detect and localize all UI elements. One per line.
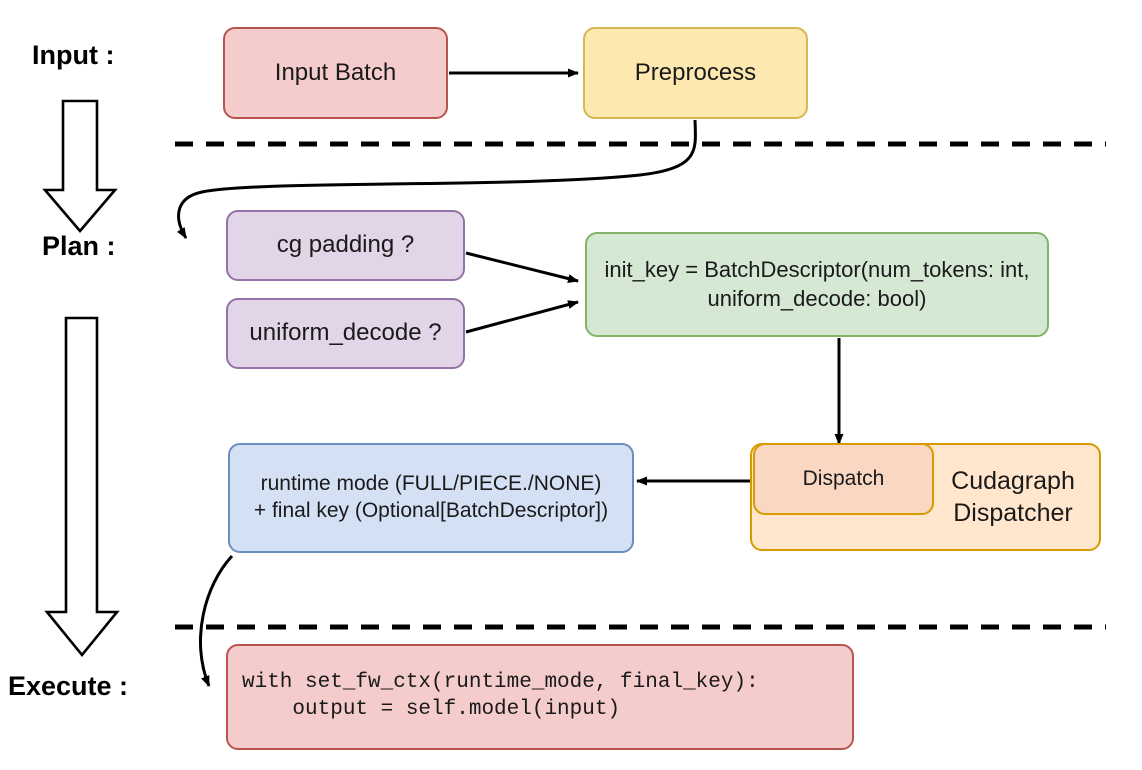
node-init-key[interactable]: init_key = BatchDescriptor(num_tokens: i… <box>585 232 1049 337</box>
node-execute-code-line2: output = self.model(input) <box>242 698 621 721</box>
node-runtime-mode[interactable]: runtime mode (FULL/PIECE./NONE) + final … <box>228 443 634 553</box>
node-input-batch-label: Input Batch <box>274 58 397 86</box>
node-dispatch[interactable]: Dispatch <box>753 443 934 515</box>
node-uniform-decode-label: uniform_decode ? <box>249 319 442 347</box>
input-to-plan-block-arrow <box>42 99 118 234</box>
node-uniform-decode[interactable]: uniform_decode ? <box>226 298 465 369</box>
stage-label-execute: Execute : <box>8 671 129 701</box>
node-init-key-line2: uniform_decode: bool) <box>707 285 927 311</box>
node-runtime-mode-line1: runtime mode (FULL/PIECE./NONE) <box>260 472 602 496</box>
node-execute-code-line1: with set_fw_ctx(runtime_mode, final_key)… <box>242 671 759 695</box>
node-cg-padding[interactable]: cg padding ? <box>226 210 465 281</box>
arrow-uniform-decode-to-init-key <box>465 300 579 334</box>
node-init-key-line1: init_key = BatchDescriptor(num_tokens: i… <box>604 257 1030 283</box>
arrow-cg-padding-to-init-key <box>465 251 579 283</box>
node-input-batch[interactable]: Input Batch <box>223 27 448 119</box>
node-execute-code[interactable]: with set_fw_ctx(runtime_mode, final_key)… <box>226 644 854 750</box>
node-cudagraph-dispatcher-line2: Dispatcher <box>953 499 1073 527</box>
node-runtime-mode-line2: + final key (Optional[BatchDescriptor]) <box>253 499 609 522</box>
plan-to-execute-block-arrow <box>44 316 120 658</box>
node-cg-padding-label: cg padding ? <box>276 231 415 259</box>
node-preprocess[interactable]: Preprocess <box>583 27 808 119</box>
node-dispatch-label: Dispatch <box>802 466 885 490</box>
stage-label-input: Input : <box>32 40 115 70</box>
node-cudagraph-dispatcher-line1: Cudagraph <box>951 467 1075 495</box>
node-preprocess-label: Preprocess <box>634 58 757 86</box>
stage-label-plan: Plan : <box>42 231 116 261</box>
